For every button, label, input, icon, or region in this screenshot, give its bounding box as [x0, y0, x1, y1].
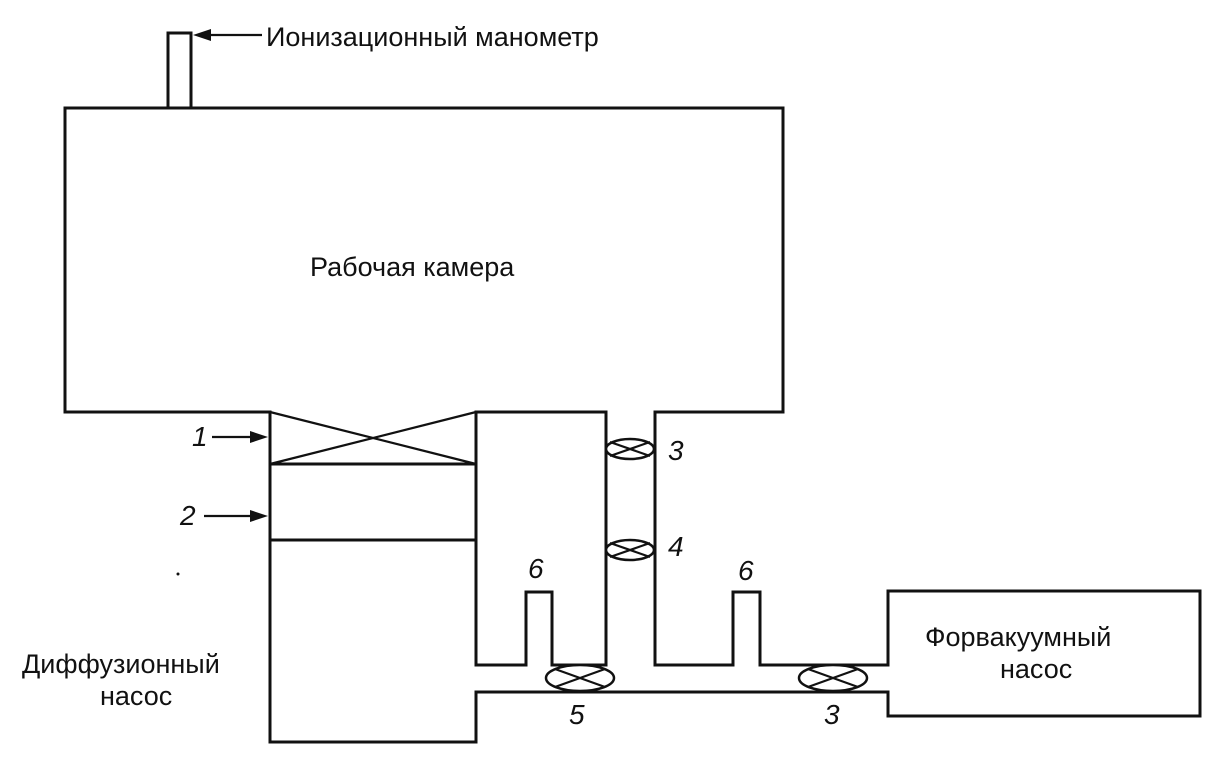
forevacuum-pump-label-line2: насос [1000, 654, 1072, 684]
marker-3-bottom: 3 [824, 699, 840, 730]
working-chamber-label: Рабочая камера [310, 252, 515, 282]
marker-1: 1 [192, 421, 208, 452]
marker-4: 4 [668, 531, 684, 562]
diffusion-pump-label-line1: Диффузионный [22, 649, 220, 679]
marker-3-top: 3 [668, 435, 684, 466]
ion-gauge-label: Ионизационный манометр [266, 22, 599, 52]
diffusion-pump-body [268, 410, 1202, 744]
marker-6-right: 6 [738, 555, 754, 586]
diffusion-pump-label-line2: насос [100, 681, 172, 711]
stray-dot [176, 572, 180, 576]
marker-6-left: 6 [528, 553, 544, 584]
ion-gauge-arrowhead [193, 29, 211, 41]
forevacuum-pump-label-line1: Форвакуумный [925, 622, 1111, 652]
valve-5 [544, 663, 616, 693]
marker-2-arrowhead [250, 510, 268, 522]
valve-3-bottom [797, 663, 869, 693]
valve-4 [604, 538, 656, 562]
valve-3-top [604, 437, 656, 461]
bypass-line-left-wall [474, 410, 608, 667]
marker-1-arrowhead [250, 431, 268, 443]
valve-1-cross-b [269, 410, 477, 466]
working-chamber [63, 106, 785, 414]
marker-2: 2 [179, 500, 196, 531]
ion-gauge-tube [166, 31, 193, 110]
marker-5: 5 [569, 699, 585, 730]
